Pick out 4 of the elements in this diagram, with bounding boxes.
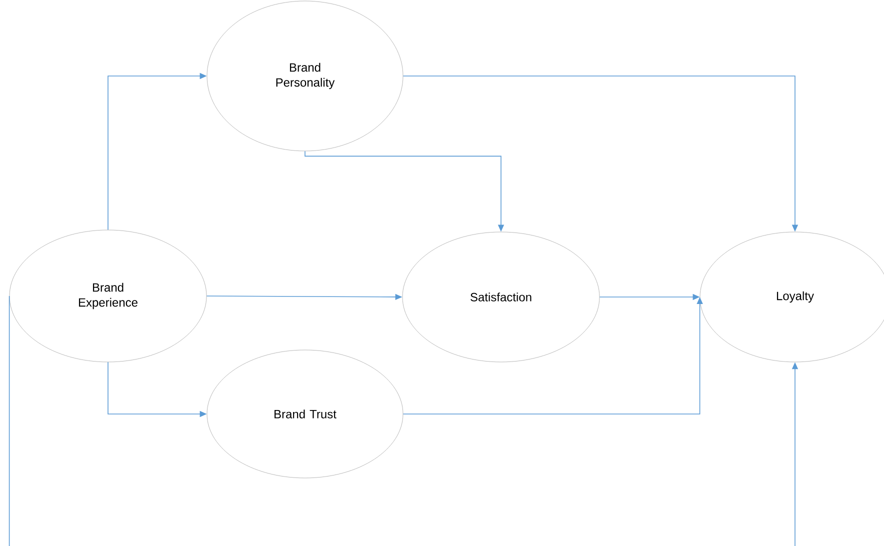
ellipse-node: Satisfaction (402, 232, 600, 362)
ellipse-node: Brand Trust (206, 350, 404, 478)
ellipse-node: Brand Experience (9, 230, 207, 362)
ellipse-node: Brand Personality (206, 0, 404, 152)
